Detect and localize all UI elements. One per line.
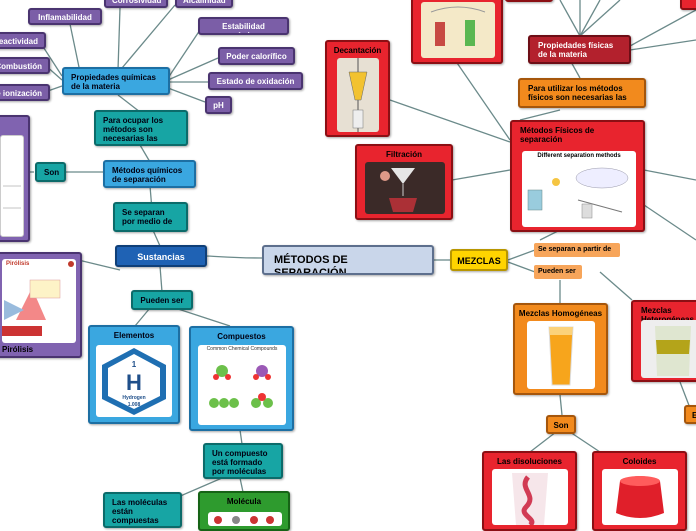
molecula-title: Molécula — [226, 497, 262, 506]
node-propiedades-quimicas[interactable]: Propiedades químicas de la materia — [62, 67, 170, 95]
compounds-image: Common Chemical Compounds — [198, 345, 286, 425]
node-alcalinidad[interactable]: Alcalinidad — [175, 0, 233, 8]
node-reactividad[interactable]: Reactividad — [0, 32, 46, 49]
compuestos-title: Compuestos — [217, 332, 266, 341]
node-las-moleculas[interactable]: Las moléculas están compuestas — [103, 492, 182, 528]
filtration-icon — [380, 168, 417, 212]
node-pueden-ser-left[interactable]: Pueden ser — [131, 290, 193, 310]
pirolisis-label: Pirólisis — [2, 345, 34, 354]
node-se-separan[interactable]: Se separan por medio de — [113, 202, 188, 232]
left-diagram-image — [0, 135, 24, 237]
disoluciones-image — [492, 469, 568, 525]
disoluciones-title: Las disoluciones — [497, 457, 562, 466]
hydrogen-image: 1 H Hydrogen 1.008 — [96, 345, 172, 417]
node-estado-oxidacion[interactable]: Estado de oxidación — [208, 72, 303, 90]
node-ph[interactable]: pH — [205, 96, 232, 114]
card-metodos-fisicos[interactable]: Métodos Físicos de separación Different … — [510, 120, 645, 232]
hydrogen-mass: 1.008 — [128, 402, 141, 408]
pirolisis-image: Pirólisis — [2, 259, 76, 343]
dissolving-dye-icon — [512, 473, 548, 525]
node-propiedades-fisicas[interactable]: Propiedades físicas de la materia — [528, 35, 631, 64]
hydrogen-name: Hydrogen — [122, 395, 145, 401]
node-combustion[interactable]: Combustión — [0, 57, 50, 74]
card-disoluciones[interactable]: Las disoluciones — [482, 451, 577, 531]
molecules-icon — [209, 364, 273, 408]
card-heterogeneas[interactable]: Mezclas Heterogéneas — [631, 300, 696, 382]
card-top-small[interactable] — [505, 0, 553, 2]
oil-water-glass-icon — [655, 326, 691, 376]
card-top-right-edge[interactable] — [680, 0, 696, 10]
juice-glass-icon — [548, 326, 574, 386]
node-para-ocupar[interactable]: Para ocupar los métodos son necesarias l… — [94, 110, 188, 146]
label-pueden-ser-right[interactable]: Pueden ser — [534, 265, 582, 279]
homogeneas-title: Mezclas Homogéneas — [518, 309, 603, 318]
node-son-right[interactable]: Son — [546, 415, 576, 434]
elementos-title: Elementos — [113, 331, 155, 340]
card-top-image[interactable] — [411, 0, 503, 64]
decantacion-image — [337, 58, 379, 132]
hydrogen-symbol: H — [126, 370, 142, 395]
separatory-funnel-icon — [348, 58, 368, 132]
card-molecula[interactable]: Molécula — [198, 491, 290, 531]
node-sustancias-puras[interactable]: Sustancias puras — [115, 245, 207, 267]
node-inflamabilidad[interactable]: Inflamabilidad — [28, 8, 102, 25]
node-metodos-quimicos[interactable]: Métodos químicos de separación — [103, 160, 196, 188]
node-corrosividad[interactable]: Corrosividad — [104, 0, 168, 8]
top-lab-image — [421, 2, 495, 58]
card-left-top[interactable] — [0, 115, 30, 242]
node-son-left[interactable]: Son — [35, 162, 66, 182]
pirolisis-image-title: Pirólisis — [6, 261, 30, 267]
node-es[interactable]: Es — [684, 405, 696, 424]
hydrogen-number: 1 — [132, 360, 137, 369]
separation-methods-image: Different separation methods — [522, 151, 636, 227]
beakers-icon — [430, 6, 486, 46]
node-estabilidad[interactable]: Estabilidad química — [198, 17, 289, 35]
coloides-title: Coloides — [622, 457, 657, 466]
card-coloides[interactable]: Coloides — [592, 451, 687, 531]
coloides-image — [602, 469, 678, 525]
filtracion-title: Filtración — [385, 150, 422, 159]
separation-methods-caption: Different separation methods — [537, 153, 621, 159]
node-ionizacion[interactable]: de ionización — [0, 84, 50, 101]
node-poder-calorifico[interactable]: Poder calorífico — [218, 47, 295, 65]
node-mezclas[interactable]: MEZCLAS — [450, 249, 508, 271]
molecula-image — [208, 512, 282, 526]
decantacion-title: Decantación — [333, 46, 382, 55]
node-para-utilizar[interactable]: Para utilizar los métodos físicos son ne… — [518, 78, 646, 108]
card-pirolisis[interactable]: Pirólisis Pirólisis — [0, 252, 82, 358]
heterogeneas-title: Mezclas Heterogéneas — [641, 306, 694, 324]
homogeneas-image — [527, 321, 595, 389]
diagram-sketch-icon — [3, 185, 21, 209]
node-un-compuesto[interactable]: Un compuesto está formado por moléculas — [203, 443, 283, 479]
card-filtracion[interactable]: Filtración — [355, 144, 453, 220]
compounds-image-title: Common Chemical Compounds — [206, 346, 278, 352]
label-se-separan-partir[interactable]: Se separan a partir de — [534, 243, 620, 257]
filtracion-image — [365, 162, 445, 214]
metodos-fisicos-title: Métodos Físicos de separación — [520, 126, 595, 145]
card-compuestos[interactable]: Compuestos Common Chemical Compounds — [189, 326, 294, 431]
card-homogeneas[interactable]: Mezclas Homogéneas — [513, 303, 608, 395]
separation-apparatus-icon — [527, 167, 629, 219]
gelatin-icon — [616, 476, 664, 518]
pyrolysis-illustration-icon — [2, 279, 61, 336]
card-decantacion[interactable]: Decantación — [325, 40, 390, 137]
central-topic[interactable]: MÉTODOS DE SEPARACIÓN — [262, 245, 434, 275]
hydrogen-hexagon-icon: 1 H Hydrogen 1.008 — [102, 348, 166, 415]
card-elementos[interactable]: Elementos 1 H Hydrogen 1.008 — [88, 325, 180, 424]
heterogeneas-image — [641, 320, 696, 378]
molecule-balls-icon — [214, 516, 274, 524]
